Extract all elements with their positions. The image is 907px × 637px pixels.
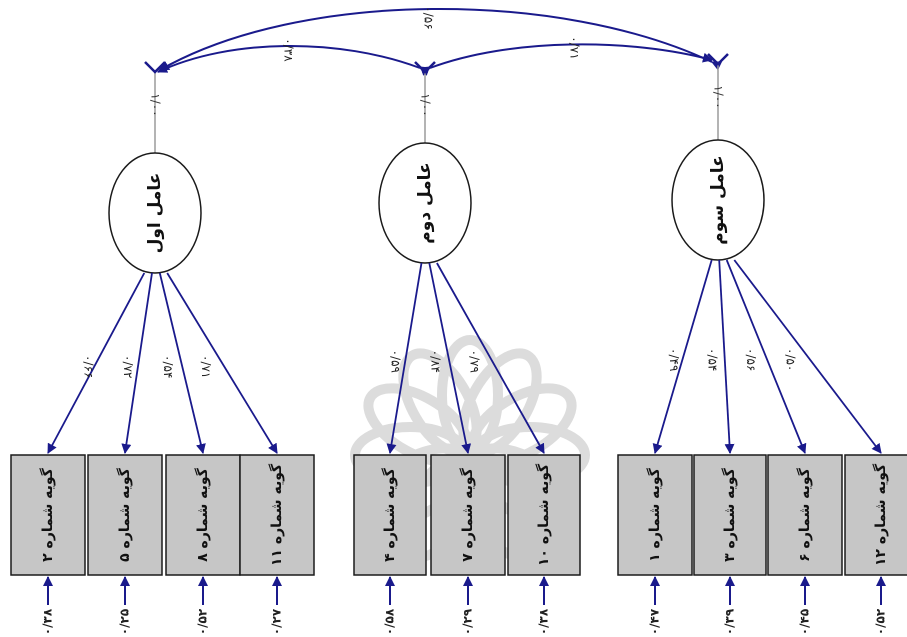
error-terms: ۰/۳۸ ۰/۲۵ ۰/۵۲ ۰/۲۷ ۰/۵۸ ۰/۲۹ ۰/۳۸ ۰/۴۷ ۰/۳۹ ۰/۴۵… <box>41 576 888 635</box>
item-box <box>693 454 767 576</box>
factors: ۱/۰۰ عامل اول ۱/۰۰ عامل دوم ۱/۰۰ عامل سوم <box>108 53 765 274</box>
item-box <box>87 454 163 576</box>
error-label: ۰/۲۷ <box>270 608 284 635</box>
loading-arrow <box>436 262 545 454</box>
loading-label: ۰/۷۱ <box>199 355 213 378</box>
item-box <box>844 454 907 576</box>
loading-label: ۰/۵۶ <box>744 348 758 371</box>
correlation-arcs: ۰/۵۶ ۰/۳۸ ۰/۷۱ <box>157 6 723 76</box>
item-label: گویه شماره ۵ <box>116 467 133 562</box>
factor-ellipse-f1 <box>108 152 202 274</box>
item-label: گویه شماره ۱۲ <box>872 463 889 566</box>
loading-label: ۰/۵۹ <box>389 350 403 373</box>
correlation-label: ۰/۳۸ <box>282 38 296 62</box>
item-box <box>507 454 581 576</box>
item-box <box>10 454 86 576</box>
error-label: ۰/۳۸ <box>41 608 55 635</box>
loading-arrow <box>166 272 278 454</box>
loading-arrow <box>428 262 472 454</box>
correlation-label: ۰/۷۱ <box>568 36 582 59</box>
loading-arrow <box>121 272 153 454</box>
item-label: گویه شماره ۳ <box>721 467 738 562</box>
loading-label: ۰/۶۶ <box>82 355 96 378</box>
item-label: گویه شماره ۴ <box>381 467 398 562</box>
item-label: گویه شماره ۸ <box>194 467 211 562</box>
factor-label: عامل اول <box>145 173 165 254</box>
error-label: ۰/۲۵ <box>118 609 132 635</box>
item-box <box>165 454 241 576</box>
loading-arrow <box>158 272 206 454</box>
item-label: گویه شماره ۶ <box>796 467 813 562</box>
correlation-arc-f1-f2 <box>157 44 421 73</box>
item-label: گویه شماره ۲ <box>39 467 56 562</box>
loading-arrow <box>718 259 735 454</box>
factor-ellipse-f3 <box>671 139 765 261</box>
loading-label: ۰/۷۹ <box>468 350 482 373</box>
item-box <box>239 454 315 576</box>
loading-label: ۰/۷۲ <box>121 355 135 378</box>
loading-label: ۰/۴۹ <box>667 348 681 371</box>
loading-arrow <box>47 272 146 454</box>
item-box <box>767 454 843 576</box>
item-label: گویه شماره ۱۰ <box>535 463 552 566</box>
loading-arrow <box>733 259 882 454</box>
error-label: ۰/۵۲ <box>196 608 210 635</box>
error-label: ۰/۵۲ <box>874 608 888 635</box>
loading-label: ۰/۵۰ <box>783 348 797 371</box>
error-label: ۰/۴۵ <box>798 609 812 635</box>
item-boxes: گویه شماره ۲ گویه شماره ۵ گویه شماره ۸ گویه… <box>10 454 907 576</box>
loading-arrow <box>386 262 423 454</box>
loading-arrow <box>652 259 713 454</box>
item-box <box>430 454 506 576</box>
item-label: گویه شماره ۱۱ <box>268 463 285 566</box>
variance-tip-icon <box>707 53 729 66</box>
item-label: گویه شماره ۷ <box>459 467 476 562</box>
error-label: ۰/۵۸ <box>383 608 397 635</box>
item-label: گویه شماره ۱ <box>646 467 663 562</box>
loading-paths: ۰/۶۶ ۰/۷۲ ۰/۵۴ ۰/۷۱ ۰/۵۹ ۰/۸۴ ۰/۷۹ ۰/۴۹ ۰/۵۴ ۰/۵۶… <box>47 259 882 454</box>
correlation-arc-f1-f3 <box>159 7 713 71</box>
item-box <box>617 454 693 576</box>
error-label: ۰/۴۷ <box>648 608 662 635</box>
loading-label: ۰/۵۴ <box>161 355 175 378</box>
factor-label: عامل دوم <box>415 162 435 243</box>
error-label: ۰/۳۸ <box>537 608 551 635</box>
factor-variance: ۱/۰۰ <box>712 85 726 108</box>
factor-variance: ۱/۰۰ <box>149 93 163 116</box>
loading-label: ۰/۸۴ <box>429 350 443 373</box>
factor-variance: ۱/۰۰ <box>419 93 433 116</box>
variance-tip-icon <box>144 61 166 74</box>
loading-label: ۰/۵۴ <box>706 348 720 371</box>
loading-arrow <box>725 259 807 454</box>
error-label: ۰/۲۹ <box>461 608 475 635</box>
error-label: ۰/۳۹ <box>723 608 737 635</box>
factor-ellipse-f2 <box>378 142 472 264</box>
item-box <box>353 454 427 576</box>
factor-label: عامل سوم <box>708 155 728 244</box>
correlation-arc-f2-f3 <box>429 43 713 69</box>
correlation-label: ۰/۵۶ <box>422 6 436 29</box>
variance-tip-icon <box>414 61 436 74</box>
